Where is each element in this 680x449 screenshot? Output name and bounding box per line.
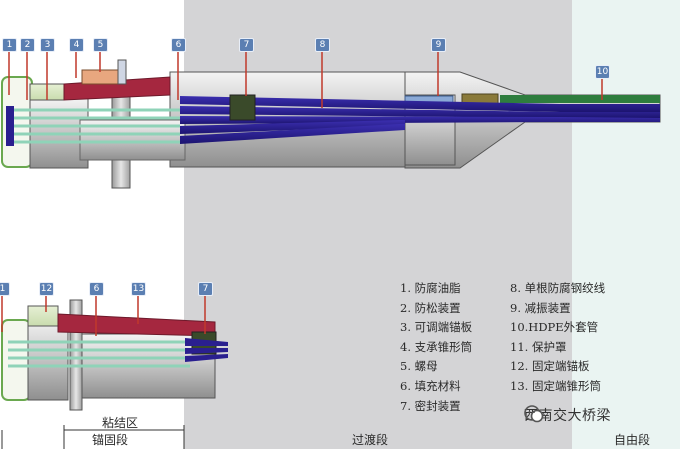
seal-device: [229, 94, 256, 121]
watermark: 西南交大桥梁: [524, 404, 611, 426]
top-callout-2: 2: [20, 38, 35, 52]
top-callout-5: 5: [93, 38, 108, 52]
bottom-callout-13: 13: [131, 282, 146, 296]
anchor-zone-label: 锚固段: [92, 433, 129, 447]
top-callout-leaders: [8, 48, 603, 108]
legend-item: 7. 密封装置: [400, 398, 461, 413]
watermark-text: 西南交大桥梁: [524, 408, 611, 424]
top-callout-9: 9: [431, 38, 446, 52]
bottom-anchorage-assembly: [1, 299, 228, 411]
free-zone-band: [572, 0, 680, 449]
legend-column-right: 8. 单根防腐钢绞线 9. 减振装置 10.HDPE外套管 11. 保护罩 12…: [510, 279, 605, 397]
top-callout-3: 3: [40, 38, 55, 52]
legend-item: 5. 螺母: [400, 359, 438, 374]
bond-zone-label: 粘结区: [102, 416, 139, 430]
fixed-protective-cap: [1, 319, 31, 401]
legend: 1. 防腐油脂 2. 防松装置 3. 可调端锚板 4. 支承锥形筒 5. 螺母 …: [400, 279, 680, 414]
top-callout-7: 7: [239, 38, 254, 52]
legend-item: 9. 减振装置: [510, 300, 571, 315]
legend-column-left: 1. 防腐油脂 2. 防松装置 3. 可调端锚板 4. 支承锥形筒 5. 螺母 …: [400, 279, 472, 416]
legend-item: 10.HDPE外套管: [510, 320, 599, 335]
top-anchorage-assembly: [1, 59, 661, 189]
zone-brackets: [1, 425, 185, 449]
legend-item: 12. 固定端锚板: [510, 359, 590, 374]
hdpe-sheath: [500, 95, 660, 103]
wechat-icon: [524, 405, 544, 423]
legend-item: 2. 防松装置: [400, 300, 461, 315]
legend-item: 13. 固定端锥形筒: [510, 378, 601, 393]
bottom-callout-7: 7: [198, 282, 213, 296]
legend-item: 3. 可调端锚板: [400, 320, 473, 335]
fixed-anchor-plate: [27, 305, 59, 327]
bottom-callout-leaders: [1, 292, 206, 336]
transition-zone-label: 过渡段: [352, 433, 389, 447]
top-callout-8: 8: [315, 38, 330, 52]
top-callout-10: 10: [595, 65, 610, 79]
top-callout-6: 6: [171, 38, 186, 52]
legend-item: 8. 单根防腐钢绞线: [510, 281, 606, 295]
bottom-callout-1: 1: [0, 282, 10, 296]
top-callout-1: 1: [2, 38, 17, 52]
legend-item: 11. 保护罩: [510, 339, 567, 354]
bottom-callout-12: 12: [39, 282, 54, 296]
free-zone-label: 自由段: [614, 433, 651, 447]
legend-item: 6. 填充材料: [400, 378, 461, 393]
nut: [81, 69, 119, 85]
bottom-callout-6: 6: [89, 282, 104, 296]
steel-strands: [180, 96, 660, 144]
legend-item: 4. 支承锥形筒: [400, 339, 473, 354]
top-callout-4: 4: [69, 38, 84, 52]
legend-item: 1. 防腐油脂: [400, 281, 461, 295]
